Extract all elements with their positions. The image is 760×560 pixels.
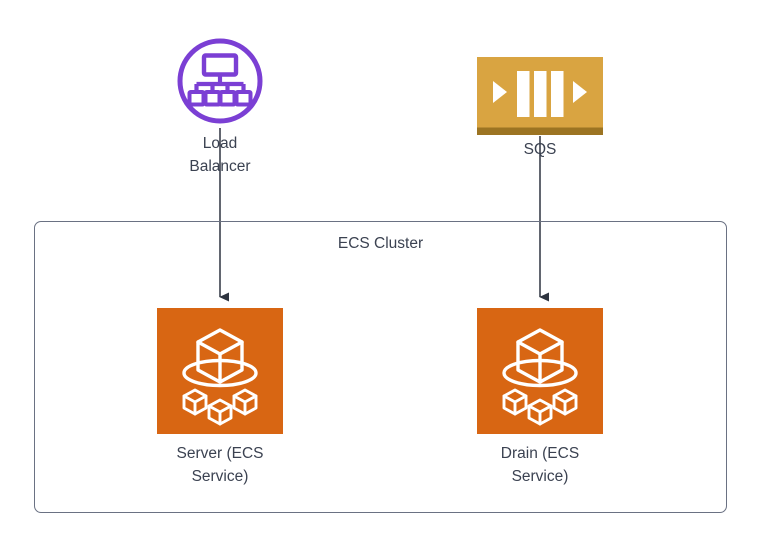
ecs-service-icon [157,308,283,434]
node-load-balancer[interactable]: Load Balancer [155,35,285,178]
ecs-cluster-label: ECS Cluster [337,235,424,252]
sqs-queue-icon [477,57,603,135]
server-ecs-service-label: Server (ECS Service) [176,445,264,485]
ecs-cluster-container[interactable] [34,221,727,513]
ecs-service-icon [477,308,603,434]
load-balancer-label: Load Balancer [189,135,251,175]
node-server-ecs-service[interactable]: Server (ECS Service) [125,308,315,488]
drain-ecs-service-label: Drain (ECS Service) [500,445,580,485]
node-sqs[interactable]: SQS [470,57,610,161]
node-drain-ecs-service[interactable]: Drain (ECS Service) [445,308,635,488]
sqs-label: SQS [523,141,557,158]
load-balancer-icon [174,35,266,127]
